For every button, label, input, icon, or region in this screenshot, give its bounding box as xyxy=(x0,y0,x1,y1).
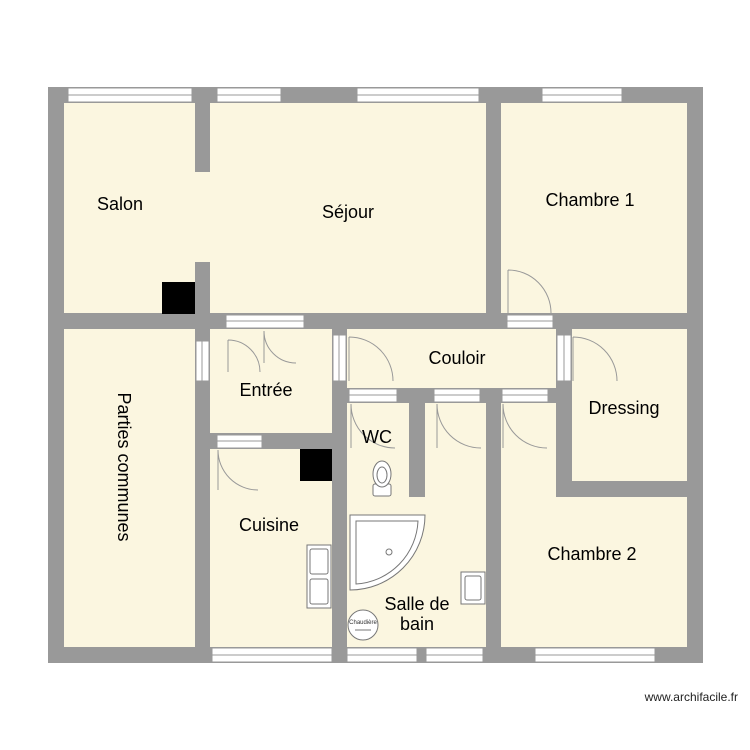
door-swing xyxy=(507,269,552,314)
room-chambre2-main xyxy=(501,497,687,647)
room-parties-communes xyxy=(64,329,195,647)
door-swing xyxy=(436,403,482,449)
room-sejour xyxy=(210,103,486,313)
room-chambre1 xyxy=(501,103,687,313)
label-salle-de-bain-line2: bain xyxy=(400,614,434,634)
door-swing xyxy=(217,449,259,491)
kitchen-sink-icon xyxy=(306,544,332,609)
door-swing xyxy=(263,330,297,364)
room-entree xyxy=(210,329,332,433)
salon-sejour-opening xyxy=(193,172,212,262)
label-dressing: Dressing xyxy=(588,398,659,418)
label-parties-communes: Parties communes xyxy=(114,392,134,541)
room-chambre2 xyxy=(501,403,556,499)
room-salle-de-bain-upper xyxy=(425,403,486,499)
duct-block xyxy=(300,449,332,481)
toilet-icon xyxy=(372,460,392,497)
door-swing xyxy=(572,336,618,382)
label-wc: WC xyxy=(362,427,392,447)
label-couloir: Couloir xyxy=(428,348,485,368)
sink-icon xyxy=(460,571,486,605)
corner-bathtub-icon xyxy=(349,514,426,591)
label-entree: Entrée xyxy=(239,380,292,400)
room-couloir xyxy=(347,329,556,388)
door-swing xyxy=(502,403,548,449)
label-sejour: Séjour xyxy=(322,202,374,222)
label-cuisine: Cuisine xyxy=(239,515,299,535)
boiler-label: Chaudière xyxy=(349,620,377,626)
boiler-icon: Chaudière xyxy=(347,609,379,641)
door-swing xyxy=(350,403,396,449)
label-chambre1: Chambre 1 xyxy=(545,190,634,210)
room-salon xyxy=(64,103,195,313)
door-swing xyxy=(227,339,261,373)
room-dressing xyxy=(572,329,687,481)
label-chambre2: Chambre 2 xyxy=(547,544,636,564)
label-salon: Salon xyxy=(97,194,143,214)
chimney-block xyxy=(162,282,195,314)
door-swing xyxy=(348,336,394,382)
label-salle-de-bain-line1: Salle de xyxy=(384,594,449,614)
watermark[interactable]: www.archifacile.fr xyxy=(644,690,738,704)
